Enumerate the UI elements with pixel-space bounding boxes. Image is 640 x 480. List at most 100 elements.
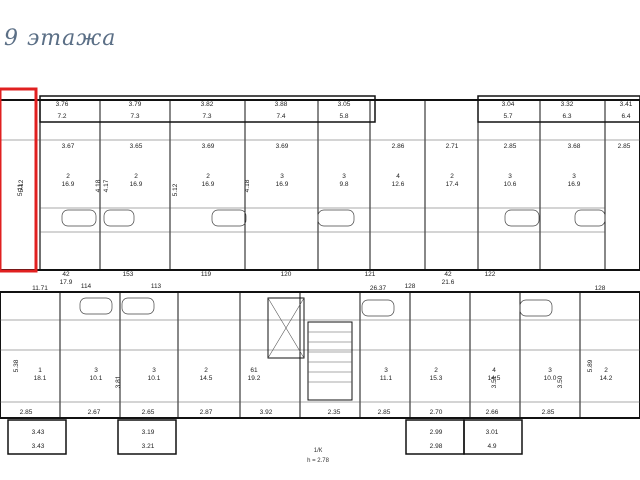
room-dimension: 3.68	[568, 143, 581, 150]
balcony-dimension: 3.43	[32, 429, 45, 436]
room-area: 15.3	[430, 375, 443, 382]
lower-room-labels: 118.1310.1310.1214.56119.2311.1215.3414.…	[34, 367, 613, 382]
stair-label: 1/К	[314, 448, 323, 454]
room-area: 16.9	[202, 181, 215, 188]
upper-room-labels: 216.9216.9216.9316.939.8412.6217.4310.63…	[62, 173, 581, 188]
room-area: 14.5	[200, 375, 213, 382]
room-dimension: 2.85	[20, 409, 33, 416]
room-area: 9.8	[339, 181, 348, 188]
room-number: 1	[38, 367, 42, 374]
balcony-area: 7.2	[57, 113, 66, 120]
room-number: 2	[604, 367, 608, 374]
stair-height: h = 2.78	[307, 458, 330, 464]
room-area: 16.9	[568, 181, 581, 188]
balcony-area: 5.7	[503, 113, 512, 120]
room-number: 3	[94, 367, 98, 374]
corridor-dimension: 128	[405, 283, 416, 290]
balcony-area: 3.21	[142, 443, 155, 450]
room-area: 18.1	[34, 375, 47, 382]
room-dimension: 3.92	[260, 409, 273, 416]
room-dimension: 2.71	[446, 143, 459, 150]
room-dimension: 2.85	[378, 409, 391, 416]
balcony-dimension: 3.79	[129, 101, 142, 108]
room-area: 10.6	[504, 181, 517, 188]
building-walls	[0, 95, 640, 455]
room-number: 4	[492, 367, 496, 374]
room-number: 2	[434, 367, 438, 374]
room-dimension: 2.85	[542, 409, 555, 416]
room-dimension: 3.69	[276, 143, 289, 150]
room-dimension: 2.65	[142, 409, 155, 416]
room-area: 12.6	[392, 181, 405, 188]
balcony-dimension: 3.82	[201, 101, 214, 108]
side-dimension: 3.81	[115, 375, 122, 388]
highlighted-apartment[interactable]	[0, 87, 38, 273]
room-area: 11.1	[380, 375, 393, 382]
side-dimension: 3.51	[491, 375, 498, 388]
room-dimension: 2.67	[88, 409, 101, 416]
balcony-area: 7.4	[276, 113, 285, 120]
room-dimension: 2.85	[618, 143, 631, 150]
corridor-label: 42	[62, 271, 70, 278]
stairwell	[267, 297, 353, 401]
balcony-dimension: 3.04	[502, 101, 515, 108]
room-area: 14.5	[488, 375, 501, 382]
room-number: 4	[396, 173, 400, 180]
room-dimension: 2.86	[392, 143, 405, 150]
balcony-area: 5.8	[339, 113, 348, 120]
room-area: 10.0	[544, 375, 557, 382]
room-number: 3	[342, 173, 346, 180]
corridor-dimension: 121	[365, 271, 376, 278]
side-dimension: 4.17	[103, 179, 110, 192]
balcony-area: 2.98	[430, 443, 443, 450]
corridor-dimension: 26.37	[370, 285, 387, 292]
corridor-dimension: 114	[81, 283, 92, 290]
room-number: 3	[384, 367, 388, 374]
room-number: 2	[204, 367, 208, 374]
corridor-dimension: 153	[123, 271, 134, 278]
top-row-dimensions: 3.67 3.65 3.69 3.69 2.86 2.71 2.85 3.68 2.85	[62, 143, 631, 150]
balcony-area: 6.3	[562, 113, 571, 120]
room-area: 19.2	[248, 375, 261, 382]
balcony-dimension: 3.05	[338, 101, 351, 108]
room-dimension: 2.35	[328, 409, 341, 416]
room-area: 10.1	[148, 375, 161, 382]
room-number: 3	[152, 367, 156, 374]
corridor-label: 42	[444, 271, 452, 278]
room-dimension: 2.87	[200, 409, 213, 416]
corridor-dimension: 122	[485, 271, 496, 278]
corridor-label: 17.9	[60, 279, 73, 286]
side-dimension: 4.18	[244, 179, 251, 192]
room-area: 10.1	[90, 375, 103, 382]
room-dimension: 3.67	[62, 143, 75, 150]
room-dimension: 3.69	[202, 143, 215, 150]
balcony-dimension: 3.76	[56, 101, 69, 108]
room-number: 3	[280, 173, 284, 180]
corridor-dimension: 119	[201, 271, 212, 278]
side-dimension: 5.12	[18, 179, 25, 192]
balcony-dimension: 3.01	[486, 429, 499, 436]
room-number: 61	[250, 367, 258, 374]
balcony-dimension: 2.99	[430, 429, 443, 436]
room-area: 16.9	[276, 181, 289, 188]
room-area: 17.4	[446, 181, 459, 188]
balcony-dimension: 3.41	[620, 101, 633, 108]
side-dimension: 5.38	[13, 359, 20, 372]
side-dimension: 3.50	[557, 375, 564, 388]
side-dimension: 5.89	[587, 359, 594, 372]
room-dimension: 3.65	[130, 143, 143, 150]
balcony-dimension: 3.19	[142, 429, 155, 436]
corridor-dimension: 120	[281, 271, 292, 278]
room-number: 3	[548, 367, 552, 374]
side-dimension: 5.11	[17, 184, 24, 197]
bathtubs	[61, 209, 606, 317]
side-dimension: 5.12	[172, 183, 179, 196]
balcony-area: 6.4	[621, 113, 630, 120]
room-dimension: 2.85	[504, 143, 517, 150]
